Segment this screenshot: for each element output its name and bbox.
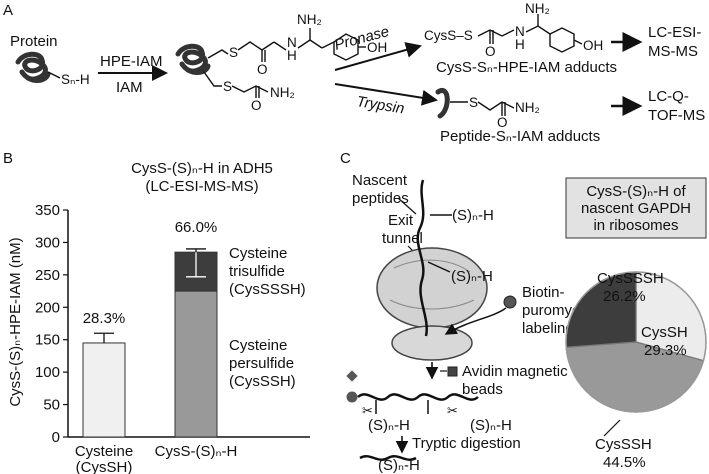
method-2-line1: LC-Q-	[648, 88, 689, 105]
s-atom-lower: S	[223, 79, 232, 94]
nh2-peptide: NH₂	[515, 100, 540, 115]
reagent-iam: IAM	[116, 79, 143, 96]
bar-cysteine	[82, 342, 126, 438]
s-atom-peptide: S	[469, 95, 478, 110]
avidin-line1: Avidin magnetic	[462, 363, 568, 380]
avidin-bead-icon	[447, 366, 458, 377]
pie-title-line2: nascent GAPDH	[581, 200, 691, 217]
biotin-line3: labeling	[522, 320, 574, 337]
trisulfide-line3: (CysSSSH)	[229, 281, 306, 298]
nh2-product: NH₂	[525, 1, 550, 16]
method-1-line2: MS-MS	[648, 43, 698, 60]
protein-label: Protein	[10, 33, 58, 50]
y-tick-label: 50	[43, 397, 60, 414]
svg-text:✂: ✂	[362, 403, 373, 418]
pie-pct-cyssh: 29.3%	[644, 342, 687, 359]
sn-h-chain-2: (S)ₙ-H	[451, 268, 493, 285]
nascent-line1: Nascent	[352, 172, 408, 189]
tryptic-digestion: Tryptic digestion	[412, 435, 521, 452]
o-atom-lower: O	[251, 98, 262, 113]
category-label: (CysSH)	[76, 459, 133, 474]
n-atom: N	[287, 35, 297, 50]
pronase-product-structure	[477, 14, 583, 53]
y-tick-label: 0	[52, 429, 60, 446]
y-tick-label: 350	[35, 202, 60, 219]
adduct-1-label: CysS-Sₙ-HPE-IAM adducts	[436, 59, 617, 76]
bar-chart: 050100150200250300350Cysteine(CysSH)CysS…	[35, 202, 310, 474]
category-label: CysS-(S)ₙ-H	[155, 443, 238, 460]
y-tick-label: 200	[35, 299, 60, 316]
h-atom-product: H	[515, 37, 525, 52]
biotin-bead-icon	[503, 295, 517, 309]
n-atom-product: N	[515, 24, 525, 39]
sn-h-chain-5: (S)ₙ-H	[378, 457, 420, 474]
biotin-line1: Biotin-	[522, 284, 565, 301]
captured-peptide: ✂ ✂	[346, 370, 479, 418]
trisulfide-line1: Cysteine	[229, 245, 287, 262]
sn-h-chain-4: (S)ₙ-H	[470, 417, 512, 434]
persulfide-line2: persulfide	[229, 355, 294, 372]
pie-label-cyssh: CysSH	[641, 324, 688, 341]
method-1-line1: LC-ESI-	[648, 24, 701, 41]
pie-chart	[565, 271, 707, 413]
panel-b-label: B	[3, 150, 13, 167]
trisulfide-line2: trisulfide	[229, 263, 285, 280]
digested-peptide	[359, 455, 417, 461]
method-2-line2: TOF-MS	[648, 107, 705, 124]
pie-label-cysssh2: CysSSH	[595, 436, 652, 453]
sn-h-chain-3: (S)ₙ-H	[368, 417, 410, 434]
peptide-fragment-icon	[435, 87, 450, 119]
pie-outline	[565, 271, 707, 413]
pie-title-line3: in ribosomes	[593, 217, 678, 234]
pie-label-cysssh3: CysSSSH	[597, 270, 664, 287]
chart-title-line2: (LC-ESI-MS-MS)	[145, 178, 258, 195]
hpe-iam-structure	[207, 28, 366, 62]
sn-h-chain-1: (S)ₙ-H	[452, 207, 494, 224]
oh-product: OH	[583, 38, 603, 53]
trypsin-label: Trypsin	[355, 93, 405, 117]
avidin-line2: beads	[462, 381, 503, 398]
ribosome-icon	[376, 247, 488, 361]
exit-line2: tunnel	[382, 230, 423, 247]
adduct-2-label: Peptide-Sₙ-IAM adducts	[440, 128, 600, 145]
protein-blob-icon	[15, 51, 51, 83]
y-axis-label: CysS-(S)ₙ-HPE-IAM (nM)	[7, 237, 24, 406]
s-atom-upper: S	[229, 45, 238, 60]
o-atom-product: O	[485, 44, 496, 59]
nascent-peptide-strand	[416, 179, 428, 337]
persulfide-line1: Cysteine	[229, 337, 287, 354]
panel-c-label: C	[340, 150, 351, 167]
bar-persulfide-segment	[174, 290, 218, 438]
reagent-hpe-iam: HPE-IAM	[100, 53, 163, 70]
o-atom-peptide: O	[497, 115, 508, 130]
sn-h-label: Sₙ-H	[61, 72, 90, 87]
y-tick-label: 100	[35, 364, 60, 381]
pie-pct-cysssh3: 26.2%	[603, 288, 646, 305]
pie-pct-cysssh2: 44.5%	[603, 454, 646, 471]
exit-line1: Exit	[388, 212, 414, 229]
panel-a-label: A	[3, 2, 13, 19]
h-atom: H	[287, 48, 297, 63]
o-atom-upper: O	[257, 62, 268, 77]
trypsin-product-structure	[450, 101, 515, 116]
y-tick-label: 250	[35, 267, 60, 284]
nh2-amide: NH₂	[270, 85, 295, 100]
labeled-protein-blob-icon	[175, 43, 211, 75]
oh-group: OH	[367, 40, 387, 55]
chart-title-line1: CysS-(S)ₙ-H in ADH5	[131, 160, 273, 177]
category-label: Cysteine	[75, 443, 133, 460]
svg-text:✂: ✂	[447, 403, 458, 418]
pct-polysulfide: 66.0%	[175, 219, 218, 236]
cys-prefix: CysS–S	[424, 28, 473, 43]
pie-title-line1: CysS-(S)ₙ-H of	[586, 183, 686, 200]
nh2-top: NH₂	[297, 12, 322, 27]
iam-structure	[203, 71, 269, 98]
y-tick-label: 150	[35, 332, 60, 349]
y-tick-label: 300	[35, 234, 60, 251]
persulfide-line3: (CysSSH)	[229, 373, 296, 390]
pie-title-box	[565, 177, 707, 239]
nascent-line2: peptides	[352, 190, 409, 207]
pct-cysteine: 28.3%	[83, 310, 126, 327]
